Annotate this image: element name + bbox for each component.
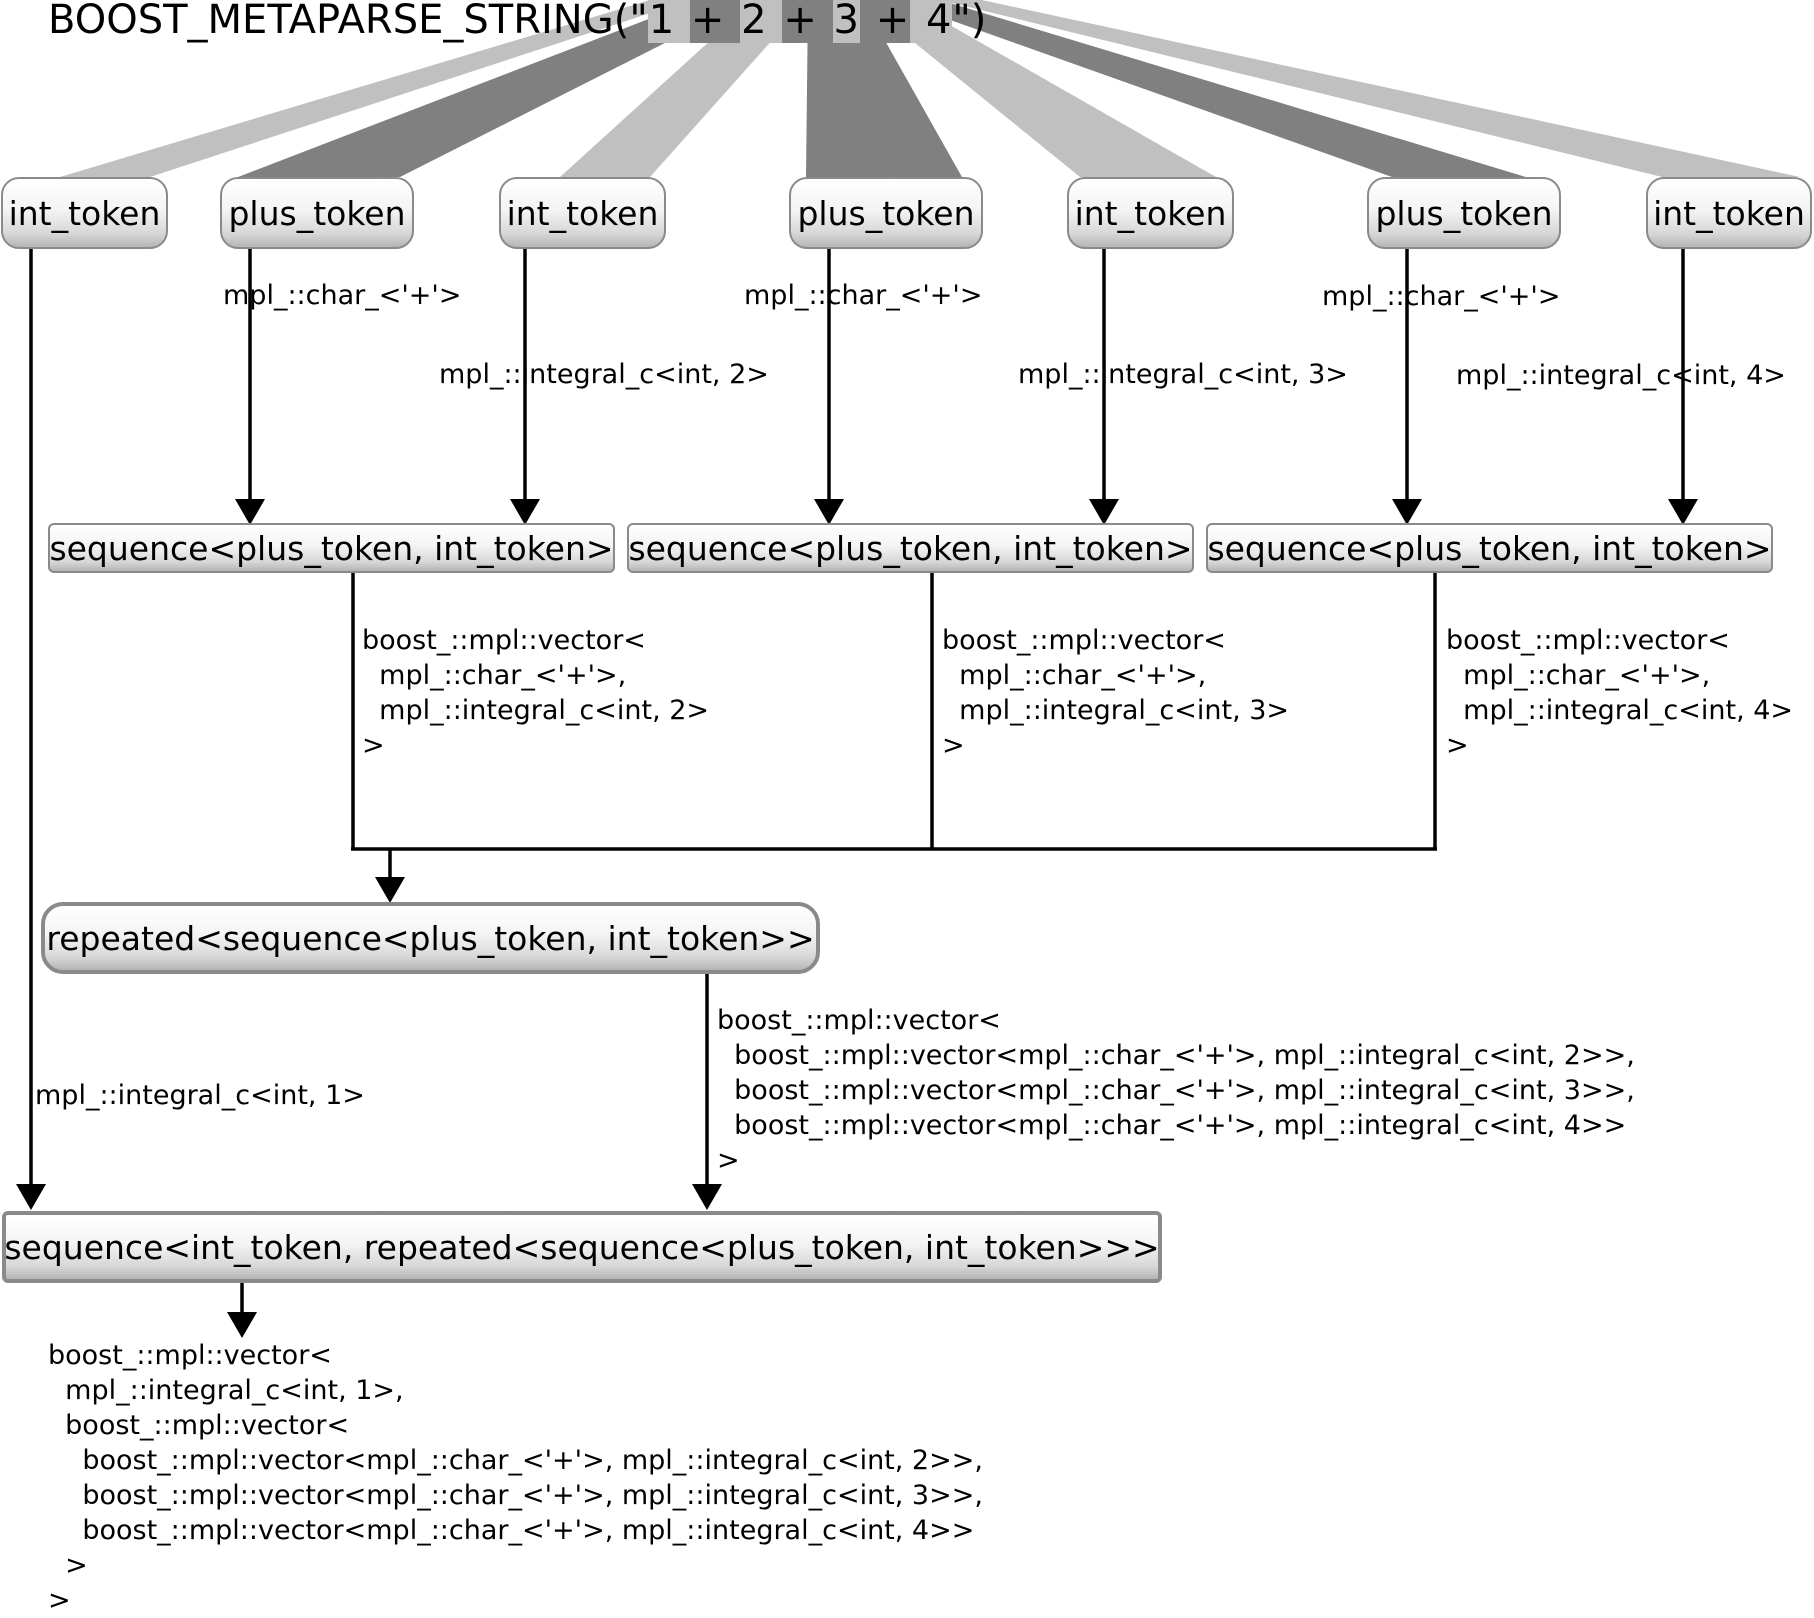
title-char-space [817,0,833,43]
arrowheads [16,499,1698,1338]
arrowhead-result [227,1312,257,1338]
token-bands [18,0,1800,177]
label-plus-1: mpl_::char_<'+'> [223,280,462,311]
title-suffix: ") [952,0,987,43]
band-int-token-3 [862,0,1216,177]
arrowhead-repeated [375,877,405,903]
label-int-3: mpl_::integral_c<int, 3> [1018,359,1348,390]
band-plus-token-3 [894,0,1526,177]
node-sequence-2: sequence<plus_token, int_token> [627,523,1194,573]
title-char-4: 4 [924,0,953,43]
label-final-result: boost_::mpl::vector< mpl_::integral_c<in… [48,1340,983,1616]
title-prefix: BOOST_METAPARSE_STRING(" [48,0,648,43]
band-plus-token-1 [238,0,750,177]
label-int-2: mpl_::integral_c<int, 2> [439,359,769,390]
band-int-token-4 [940,0,1800,177]
title-char-space [910,0,925,43]
label-seq-result-3: boost_::mpl::vector< mpl_::char_<'+'>, m… [1446,625,1794,761]
label-seq-result-2: boost_::mpl::vector< mpl_::char_<'+'>, m… [942,625,1290,761]
label-repeated-result: boost_::mpl::vector< boost_::mpl::vector… [717,1005,1635,1176]
title-char-plus: + [874,0,911,43]
input-string-title: BOOST_METAPARSE_STRING("1 + 2 + 3 + 4") [48,0,987,43]
node-int-token-4: int_token [1646,177,1812,249]
title-char-space [675,0,690,43]
node-sequence-3: sequence<plus_token, int_token> [1206,523,1773,573]
label-int-1: mpl_::integral_c<int, 1> [35,1080,365,1111]
node-root-sequence: sequence<int_token, repeated<sequence<pl… [2,1211,1162,1283]
arrowhead-seq1-left [235,499,265,525]
label-plus-3: mpl_::char_<'+'> [1322,281,1561,312]
node-int-token-1: int_token [1,177,168,249]
band-plus-token-2 [806,0,962,177]
title-char-plus: + [689,0,726,43]
band-int-token-1 [18,0,690,177]
arrowhead-root-left [16,1184,46,1210]
label-int-4: mpl_::integral_c<int, 4> [1456,360,1786,391]
node-sequence-1: sequence<plus_token, int_token> [48,523,615,573]
title-char-2: 2 [740,0,768,43]
label-seq-result-1: boost_::mpl::vector< mpl_::char_<'+'>, m… [362,625,710,761]
node-int-token-2: int_token [499,177,666,249]
arrowhead-seq2-right [1089,499,1119,525]
edges [29,249,1685,1314]
title-char-plus: + [782,0,818,43]
node-repeated: repeated<sequence<plus_token, int_token>… [41,902,820,974]
node-plus-token-2: plus_token [789,177,983,249]
title-char-space [860,0,875,43]
arrowhead-root-right [692,1184,722,1210]
title-char-1: 1 [647,0,676,43]
title-char-space [725,0,741,43]
arrowhead-seq2-left [814,499,844,525]
node-plus-token-3: plus_token [1367,177,1561,249]
title-char-space [767,0,783,43]
band-int-token-2 [560,0,808,177]
arrowhead-seq3-right [1668,499,1698,525]
arrowhead-seq1-right [510,499,540,525]
node-plus-token-1: plus_token [220,177,414,249]
arrowhead-seq3-left [1392,499,1422,525]
title-char-3: 3 [832,0,860,43]
node-int-token-3: int_token [1067,177,1234,249]
label-plus-2: mpl_::char_<'+'> [744,280,983,311]
